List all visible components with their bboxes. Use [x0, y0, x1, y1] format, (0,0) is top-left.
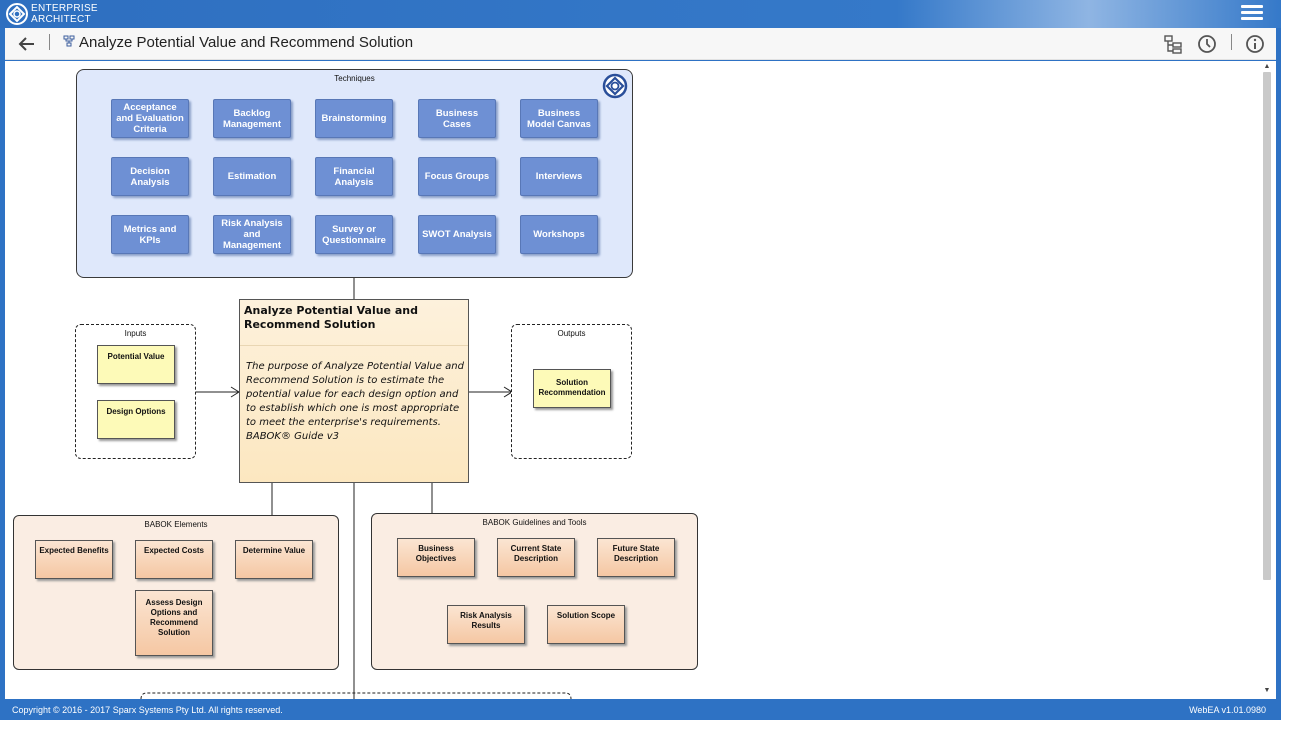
activity-divider — [240, 345, 468, 346]
brand-line-2: ARCHITECT — [31, 14, 91, 25]
technique-brainstorming[interactable]: Brainstorming — [315, 99, 393, 138]
project-browser-icon[interactable] — [1162, 33, 1184, 55]
technique-interviews[interactable]: Interviews — [520, 157, 598, 196]
technique-decision-analysis[interactable]: Decision Analysis — [111, 157, 189, 196]
outputs-title: Outputs — [557, 329, 586, 338]
enterprise-architect-logo-icon — [602, 73, 628, 99]
techniques-group: Techniques Acceptance and Evaluation Cri… — [76, 69, 633, 278]
webea-window: ENTERPRISE ARCHITECT Analyze Potential V… — [0, 0, 1281, 720]
babok-elements-title: BABOK Elements — [144, 520, 208, 529]
guideline-risk-analysis-results[interactable]: Risk Analysis Results — [447, 605, 525, 644]
technique-financial-analysis[interactable]: Financial Analysis — [315, 157, 393, 196]
info-icon[interactable] — [1244, 33, 1266, 55]
babok-guidelines-title: BABOK Guidelines and Tools — [482, 518, 587, 527]
clock-icon[interactable] — [1196, 33, 1218, 55]
diagram-canvas[interactable]: Techniques Acceptance and Evaluation Cri… — [5, 61, 1261, 699]
outputs-group: Outputs Solution Recommendation — [511, 324, 632, 459]
babok-elements-group: BABOK Elements Expected Benefits Expecte… — [13, 515, 339, 670]
scroll-down-arrow-icon[interactable]: ▼ — [1263, 687, 1271, 694]
page-title: Analyze Potential Value and Recommend So… — [79, 34, 414, 51]
page-header: Analyze Potential Value and Recommend So… — [5, 28, 1276, 60]
guideline-business-objectives[interactable]: Business Objectives — [397, 538, 475, 577]
guideline-current-state[interactable]: Current State Description — [497, 538, 575, 577]
input-design-options[interactable]: Design Options — [97, 400, 175, 439]
technique-acceptance-criteria[interactable]: Acceptance and Evaluation Criteria — [111, 99, 189, 138]
back-arrow-icon[interactable] — [17, 34, 37, 54]
header-divider — [49, 34, 50, 50]
input-potential-value[interactable]: Potential Value — [97, 345, 175, 384]
output-solution-recommendation[interactable]: Solution Recommendation — [533, 369, 611, 408]
guideline-solution-scope[interactable]: Solution Scope — [547, 605, 625, 644]
guideline-future-state[interactable]: Future State Description — [597, 538, 675, 577]
header-divider — [1231, 34, 1232, 50]
activity-purpose: The purpose of Analyze Potential Value a… — [246, 361, 464, 428]
activity-reference: BABOK® Guide v3 — [246, 431, 339, 442]
technique-estimation[interactable]: Estimation — [213, 157, 291, 196]
technique-business-model-canvas[interactable]: Business Model Canvas — [520, 99, 598, 138]
activity-title: Analyze Potential Value and Recommend So… — [244, 304, 418, 331]
scrollbar-thumb[interactable] — [1263, 72, 1271, 580]
brand-name: ENTERPRISE ARCHITECT — [31, 3, 98, 25]
sparx-logo-icon — [6, 3, 28, 25]
activity-description: The purpose of Analyze Potential Value a… — [246, 360, 464, 444]
element-expected-benefits[interactable]: Expected Benefits — [35, 540, 113, 579]
technique-risk-analysis[interactable]: Risk Analysis and Management — [213, 215, 291, 254]
babok-guidelines-group: BABOK Guidelines and Tools Business Obje… — [371, 513, 698, 670]
diagram-icon — [63, 35, 75, 47]
technique-survey[interactable]: Survey or Questionnaire — [315, 215, 393, 254]
technique-workshops[interactable]: Workshops — [520, 215, 598, 254]
element-expected-costs[interactable]: Expected Costs — [135, 540, 213, 579]
footer-bar: Copyright © 2016 - 2017 Sparx Systems Pt… — [0, 700, 1281, 720]
hamburger-menu-icon[interactable] — [1241, 5, 1263, 23]
technique-swot-analysis[interactable]: SWOT Analysis — [418, 215, 496, 254]
techniques-title: Techniques — [334, 74, 375, 83]
copyright-text: Copyright © 2016 - 2017 Sparx Systems Pt… — [12, 705, 283, 715]
activity-analyze-potential-value[interactable]: Analyze Potential Value and Recommend So… — [239, 299, 469, 483]
technique-business-cases[interactable]: Business Cases — [418, 99, 496, 138]
element-determine-value[interactable]: Determine Value — [235, 540, 313, 579]
inputs-group: Inputs Potential Value Design Options — [75, 324, 196, 459]
scroll-up-arrow-icon[interactable]: ▲ — [1263, 63, 1271, 70]
inputs-title: Inputs — [124, 329, 147, 338]
technique-focus-groups[interactable]: Focus Groups — [418, 157, 496, 196]
top-bar: ENTERPRISE ARCHITECT — [0, 0, 1281, 28]
version-text: WebEA v1.01.0980 — [1189, 705, 1266, 715]
brand-line-1: ENTERPRISE — [31, 3, 98, 14]
element-assess-design-options[interactable]: Assess Design Options and Recommend Solu… — [135, 590, 213, 656]
technique-metrics-kpis[interactable]: Metrics and KPIs — [111, 215, 189, 254]
technique-backlog-management[interactable]: Backlog Management — [213, 99, 291, 138]
